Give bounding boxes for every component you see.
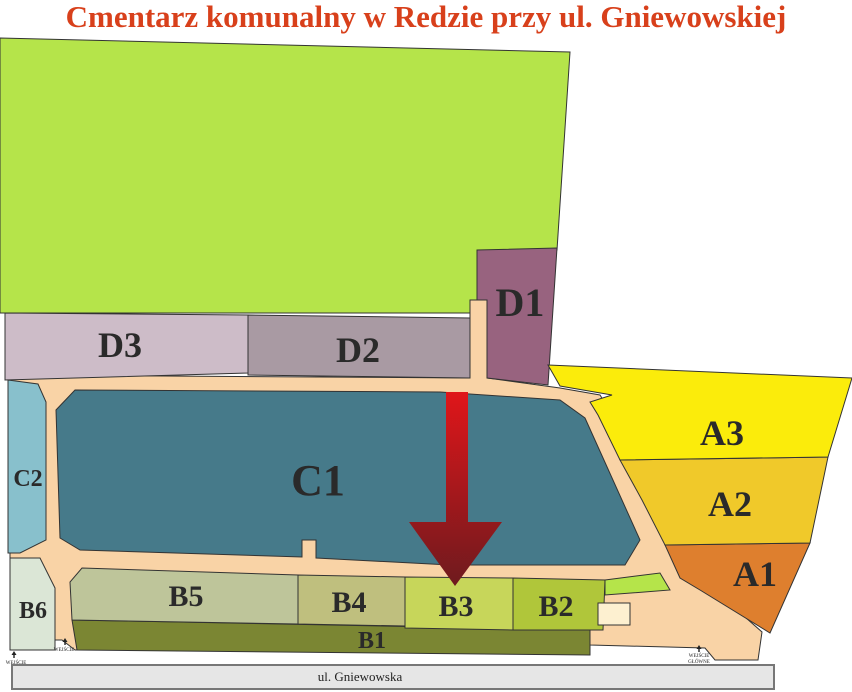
section-d1[interactable] [476,247,558,386]
section-label-a3: A3 [700,413,744,453]
section-b5[interactable] [69,567,299,625]
section-label-b1: B1 [358,628,386,654]
direction-arrow [409,392,502,586]
section-label-c1: C1 [291,456,345,505]
section-label-a1: A1 [733,554,777,594]
free-area-small[interactable] [604,572,671,596]
section-label-c2: C2 [13,466,42,492]
section-c1[interactable] [55,389,641,566]
entrance-label: WEJŚCIE [54,647,75,653]
entrance-west: WEJŚCIE [6,651,27,666]
section-b6[interactable] [9,557,56,651]
section-label-a2: A2 [708,484,752,524]
section-label-b6: B6 [19,598,47,624]
street-bar [11,664,775,690]
building [597,602,631,626]
section-label-b2: B2 [538,590,573,623]
entrance-label: WEJŚCIE [6,660,27,666]
section-a3[interactable] [547,364,852,461]
entrance-arrow-icon [62,638,68,645]
entrance-arrow-icon [696,645,702,652]
arrow-icon [409,392,502,586]
section-label-b4: B4 [331,586,366,619]
entrance-arrow-icon [11,651,17,658]
section-d3[interactable] [4,312,249,381]
street-label: ul. Gniewowska [318,669,403,684]
section-label-d2: D2 [336,330,380,370]
section-c2[interactable] [7,379,47,554]
section-label-d3: D3 [98,325,142,365]
section-label-d1: D1 [496,280,545,325]
section-label-b3: B3 [438,590,473,623]
map-title: Cmentarz komunalny w Redzie przy ul. Gni… [65,0,787,34]
section-label-b5: B5 [168,580,203,613]
entrance-b1: WEJŚCIE [54,638,75,653]
